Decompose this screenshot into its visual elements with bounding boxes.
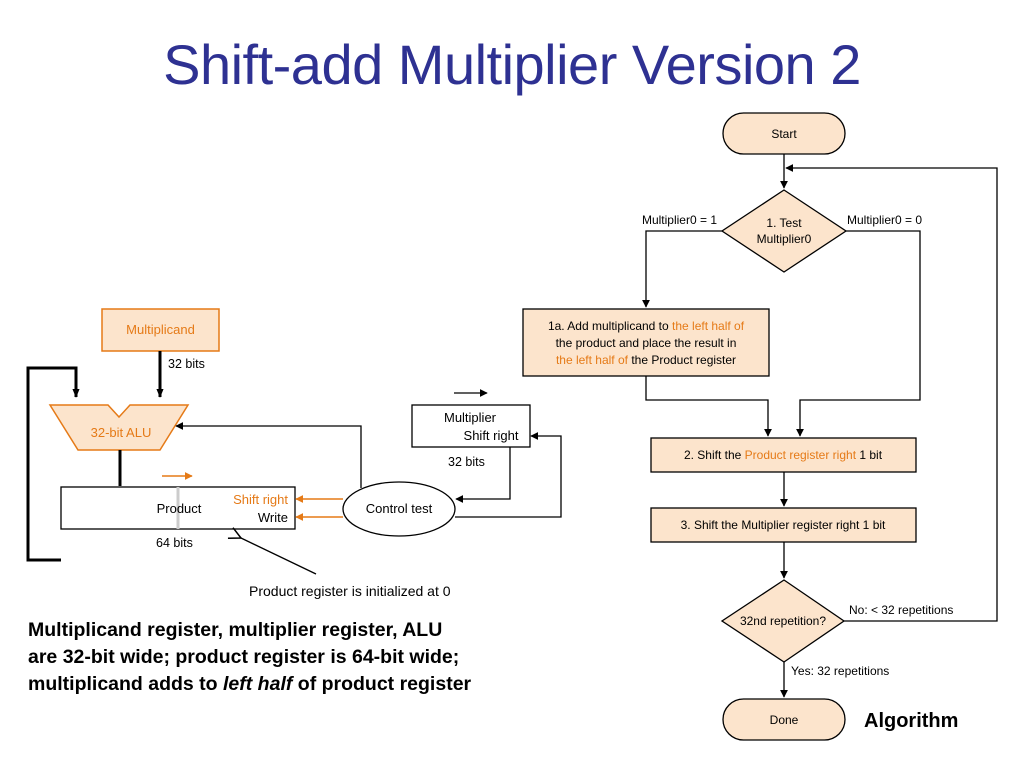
start-label: Start [771, 127, 797, 141]
step-1a-line-1: 1a. Add multiplicand to the left half of [548, 319, 745, 333]
step-1a-line-2: the product and place the result in [556, 336, 737, 350]
product-label: Product [157, 501, 202, 516]
control-test-unit [342, 481, 456, 537]
branch-one-label: Multiplier0 = 1 [642, 213, 717, 227]
summary-line-3: multiplicand adds to left half of produc… [28, 671, 608, 698]
done-node [722, 698, 846, 741]
control-test-label: Control test [366, 501, 433, 516]
summary-line-3-suffix: of product register [292, 673, 472, 695]
no-loop-arrow [785, 164, 998, 622]
step-2-box [650, 437, 917, 473]
step-2-text: 2. Shift the Product register right 1 bi… [684, 448, 883, 462]
test-multiplier-diamond [720, 189, 848, 273]
product-write-label: Write [258, 510, 288, 525]
alu-label: 32-bit ALU [91, 425, 152, 440]
multiplier-label: Multiplier [444, 410, 497, 425]
step-1a-box [522, 308, 770, 377]
product-feedback-loop [26, 366, 80, 562]
summary-text: Multiplicand register, multiplier regist… [28, 617, 608, 698]
branch-one-arrow [642, 230, 722, 308]
summary-line-3-prefix: multiplicand adds to [28, 673, 224, 695]
step-1a-to-step-2-arrow [645, 376, 772, 437]
init-note-pointer [241, 538, 317, 575]
yes-branch-label: Yes: 32 repetitions [791, 664, 889, 678]
multiplier-register [411, 404, 531, 448]
hardware-datapath: Multiplicand 32 bits 32-bit ALU Product … [26, 308, 562, 599]
init-note: Product register is initialized at 0 [249, 583, 451, 599]
multiplicand-bits-label: 32 bits [168, 357, 205, 371]
branch-zero-label: Multiplier0 = 0 [847, 213, 922, 227]
algorithm-caption: Algorithm [864, 710, 958, 732]
multiplicand-label: Multiplicand [126, 322, 195, 337]
branch-zero-arrow [796, 230, 921, 437]
repetition-question: 32nd repetition? [740, 614, 826, 628]
page-title: Shift-add Multiplier Version 2 [163, 33, 861, 96]
step-3-text: 3. Shift the Multiplier register right 1… [681, 518, 886, 532]
alu-shape [48, 404, 190, 451]
multiplier-bits-label: 32 bits [448, 455, 485, 469]
algorithm-flowchart: Start 1. Test Multiplier0 Multiplier0 = … [522, 112, 998, 741]
multiplier-to-control-arrow [455, 447, 511, 503]
summary-line-2: are 32-bit wide; product register is 64-… [28, 646, 460, 668]
multiplier-shift-label: Shift right [464, 428, 519, 443]
no-branch-label: No: < 32 repetitions [849, 603, 953, 617]
multiplicand-register [101, 308, 220, 352]
done-label: Done [770, 713, 799, 727]
test-line-1: 1. Test [766, 216, 802, 230]
test-line-2: Multiplier0 [757, 232, 812, 246]
product-bits-label: 64 bits [156, 536, 193, 550]
control-to-multiplier-arrow [455, 432, 562, 518]
step-1a-line-3: the left half of the Product register [556, 353, 736, 367]
summary-line-1: Multiplicand register, multiplier regist… [28, 619, 443, 641]
summary-left-half-emphasis: left half [223, 673, 293, 695]
control-to-alu-arrow [175, 422, 362, 488]
step-3-box [650, 507, 917, 543]
product-shift-right-label: Shift right [233, 492, 288, 507]
